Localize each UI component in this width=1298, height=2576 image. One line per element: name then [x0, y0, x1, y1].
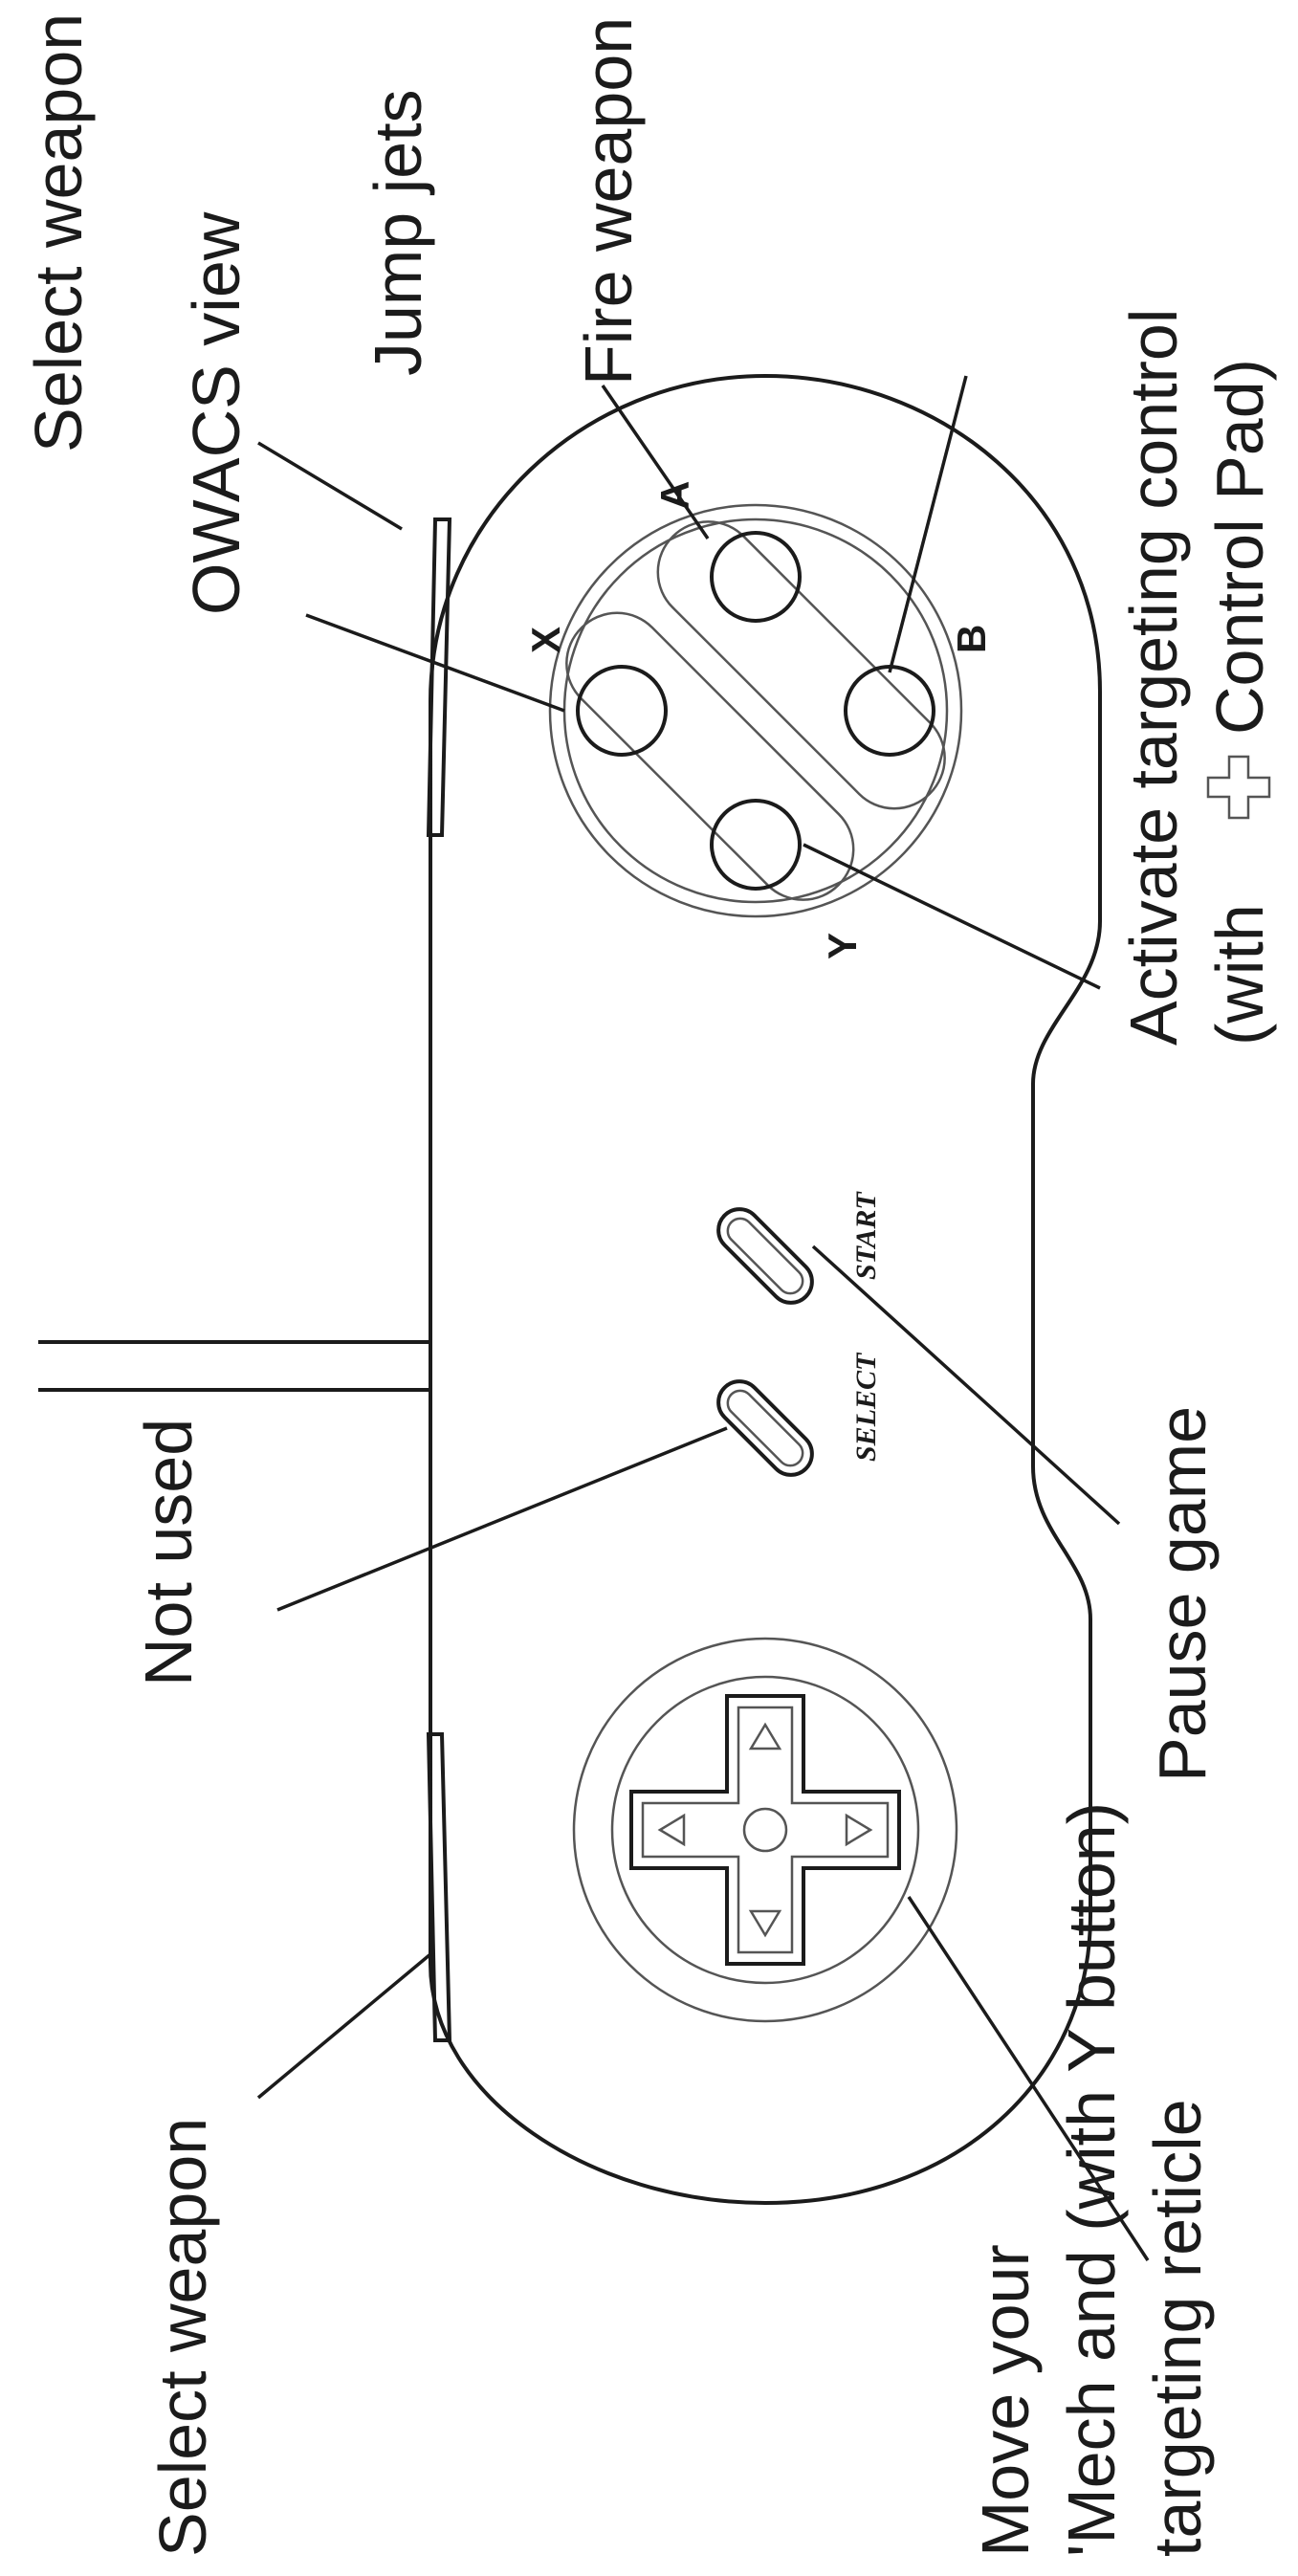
button-b-label: B	[949, 625, 994, 653]
right-shoulder-bumper[interactable]	[426, 517, 452, 837]
dpad-center	[742, 1807, 788, 1853]
leader-select-weapon-top	[257, 441, 403, 531]
leader-fire-weapon	[888, 375, 968, 673]
leader-move	[907, 1896, 1150, 2261]
label-move-3: targeting reticle	[1140, 2099, 1215, 2557]
button-x-label: X	[523, 627, 568, 653]
label-owacs-view: OWACS view	[179, 211, 253, 615]
dpad-cross[interactable]	[629, 1694, 901, 1966]
face-buttons-inner-ring	[562, 517, 949, 904]
label-move-1: Move your	[968, 2244, 1043, 2557]
label-move-2: 'Mech and (with Y button)	[1054, 1802, 1129, 2557]
button-a[interactable]	[710, 531, 802, 623]
label-activate-targeting-1: Activate targeting control	[1116, 309, 1191, 1046]
leader-not-used	[276, 1426, 728, 1612]
face-buttons-outer-ring	[548, 503, 963, 918]
dpad-outer-ring	[572, 1637, 958, 2023]
label-activate-targeting-2b: Control Pad)	[1202, 359, 1277, 735]
button-a-label: A	[652, 481, 697, 510]
start-label: START	[850, 1191, 882, 1280]
label-select-weapon-top: Select weapon	[21, 13, 96, 452]
leader-pause	[811, 1244, 1121, 1526]
cross-control-pad-icon	[1206, 755, 1271, 820]
dpad-inner-ring	[610, 1675, 920, 1985]
dpad-cross-inner	[641, 1706, 890, 1954]
leader-jump-jets	[601, 385, 710, 539]
label-fire-weapon: Fire weapon	[571, 17, 646, 385]
leader-owacs	[305, 613, 565, 713]
face-buttons-pills	[565, 520, 946, 901]
controller-body	[429, 373, 1102, 2206]
label-jump-jets: Jump jets	[361, 89, 435, 376]
button-y[interactable]	[710, 799, 802, 891]
label-activate-targeting-2a: (with	[1202, 904, 1277, 1046]
leader-activate-targeting	[803, 843, 1101, 990]
button-y-label: Y	[820, 933, 865, 959]
dpad-arrow-left-icon	[748, 1909, 782, 1938]
label-pause-game: Pause game	[1145, 1406, 1220, 1782]
label-select-weapon-bottom: Select weapon	[145, 2118, 220, 2557]
select-button[interactable]	[710, 1373, 821, 1484]
left-shoulder-bumper[interactable]	[426, 1732, 452, 2042]
dpad-arrow-up-icon	[657, 1813, 686, 1847]
button-x[interactable]	[576, 665, 668, 757]
select-label: SELECT	[850, 1352, 882, 1462]
start-button[interactable]	[710, 1200, 821, 1311]
leader-select-weapon-bottom	[256, 1952, 432, 2100]
dpad-arrow-down-icon	[845, 1813, 873, 1847]
snes-controller: SELECT START X A B Y Select weapon OWACS…	[21, 13, 1277, 2557]
label-not-used: Not used	[131, 1419, 206, 1686]
dpad-arrow-right-icon	[748, 1722, 782, 1750]
button-b[interactable]	[844, 665, 935, 757]
